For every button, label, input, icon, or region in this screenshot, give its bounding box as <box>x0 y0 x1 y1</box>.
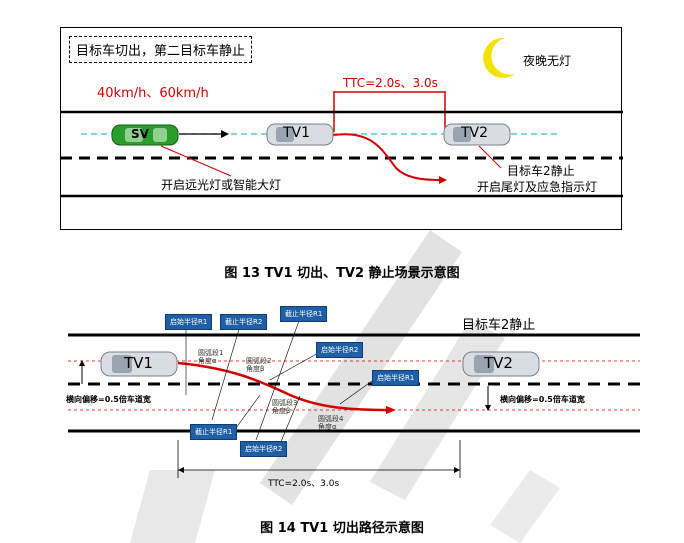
tv1-label: TV1 <box>283 125 311 141</box>
sv-note: 开启远光灯或智能大灯 <box>161 178 282 192</box>
arc2-angle: 角度β <box>246 365 265 373</box>
night-label: 夜晚无灯 <box>523 54 572 68</box>
figure-13-title: 目标车切出，第二目标车静止 <box>69 36 253 63</box>
sv-label: SV <box>131 127 149 141</box>
arc3-angle: 角度β <box>272 407 291 415</box>
arc2-label: 圆弧段2 <box>246 357 272 365</box>
tv2-static-label: 目标车2静止 <box>462 318 536 333</box>
tv2-note-line1: 目标车2静止 <box>507 164 575 178</box>
fig14-ttc-label: TTC=2.0s、3.0s <box>268 479 340 489</box>
arc4-label: 圆弧段4 <box>318 415 344 423</box>
tv2-label: TV2 <box>461 125 489 141</box>
speed-label: 40km/h、60km/h <box>97 86 209 101</box>
radius-box: 截止半径R1 <box>190 424 238 440</box>
offset-right-label: 横向偏移=0.5倍车道宽 <box>500 395 585 404</box>
radius-box: 截止半径R1 <box>280 306 328 322</box>
radius-box: 启始半径R2 <box>240 441 288 457</box>
figure-14-caption: 图 14 TV1 切出路径示意图 <box>260 521 424 536</box>
tv2-car <box>443 123 511 146</box>
radius-box: 启始半径R2 <box>316 342 364 358</box>
fig14-tv2-car <box>462 351 540 377</box>
fig14-tv2-label: TV2 <box>484 354 513 372</box>
radius-box: 启始半径R1 <box>165 314 213 330</box>
offset-left-label: 横向偏移=0.5倍车道宽 <box>66 395 151 404</box>
arc3-label: 圆弧段3 <box>272 399 298 407</box>
moon-icon <box>483 37 515 78</box>
sv-car <box>111 124 179 146</box>
road-scene-13 <box>61 91 623 198</box>
tv2-note-line2: 开启尾灯及应急指示灯 <box>477 180 598 194</box>
arc4-angle: 角度α <box>318 423 337 431</box>
arc1-angle: 角度α <box>198 357 217 365</box>
fig14-tv1-label: TV1 <box>124 354 153 372</box>
ttc-label: TTC=2.0s、3.0s <box>343 76 438 90</box>
tv1-car <box>266 123 334 146</box>
arc1-label: 圆弧段1 <box>198 349 224 357</box>
figure-13: 目标车切出，第二目标车静止 夜晚无灯 40km/h、60km/h TTC=2.0… <box>60 27 623 230</box>
radius-box: 启始半径R1 <box>372 370 420 386</box>
fig14-tv1-car <box>100 351 178 377</box>
figure-13-caption: 图 13 TV1 切出、TV2 静止场景示意图 <box>224 266 460 281</box>
radius-box: 截止半径R2 <box>220 314 268 330</box>
